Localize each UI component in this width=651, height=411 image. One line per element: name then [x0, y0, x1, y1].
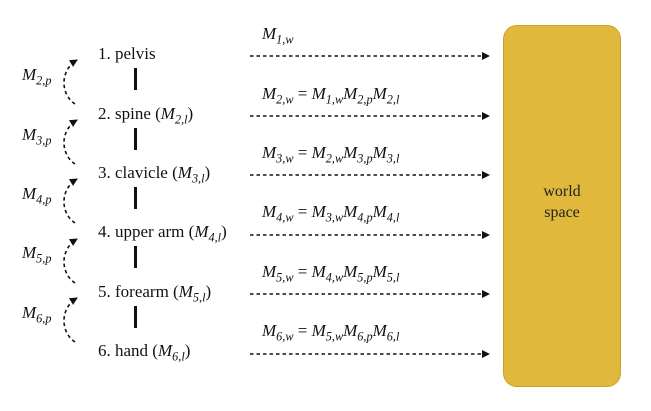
- parent-arrow: [63, 119, 78, 165]
- formula-1: M1,w: [262, 24, 294, 47]
- bone-label: 4. upper arm (: [98, 222, 195, 241]
- formula-6: M6,w = M5,wM6,pM6,l: [262, 321, 400, 344]
- parent-matrix-label: M2,p: [22, 65, 52, 88]
- bone-label: 1. pelvis: [98, 44, 156, 63]
- joint-line: [134, 246, 137, 268]
- bone-label: 6. hand (: [98, 341, 158, 360]
- bone-pelvis: 1. pelvis: [98, 44, 156, 64]
- world-space-label: world space: [543, 183, 581, 221]
- parent-matrix-label: M5,p: [22, 243, 52, 266]
- parent-arrow: [63, 59, 78, 105]
- bone-spine: 2. spine (M2,l): [98, 104, 194, 127]
- bone-clavicle: 3. clavicle (M3,l): [98, 163, 211, 186]
- joint-line: [134, 187, 137, 209]
- bone-upper-arm: 4. upper arm (M4,l): [98, 222, 227, 245]
- joint-line: [134, 306, 137, 328]
- bone-label: 5. forearm (: [98, 282, 179, 301]
- formula-3: M3,w = M2,wM3,pM3,l: [262, 143, 400, 166]
- bone-label: 2. spine (: [98, 104, 161, 123]
- parent-matrix-label: M6,p: [22, 303, 52, 326]
- parent-arrow: [63, 238, 78, 284]
- joint-line: [134, 128, 137, 150]
- parent-arrow: [63, 178, 78, 224]
- bone-label: 3. clavicle (: [98, 163, 178, 182]
- bone-forearm: 5. forearm (M5,l): [98, 282, 212, 305]
- parent-matrix-label: M3,p: [22, 125, 52, 148]
- formula-2: M2,w = M1,wM2,pM2,l: [262, 84, 400, 107]
- parent-arrow: [63, 297, 78, 343]
- world-space-box: world space: [503, 25, 621, 387]
- parent-matrix-label: M4,p: [22, 184, 52, 207]
- bone-hand: 6. hand (M6,l): [98, 341, 191, 364]
- formula-5: M5,w = M4,wM5,pM5,l: [262, 262, 400, 285]
- joint-line: [134, 68, 137, 90]
- formula-4: M4,w = M3,wM4,pM4,l: [262, 202, 400, 225]
